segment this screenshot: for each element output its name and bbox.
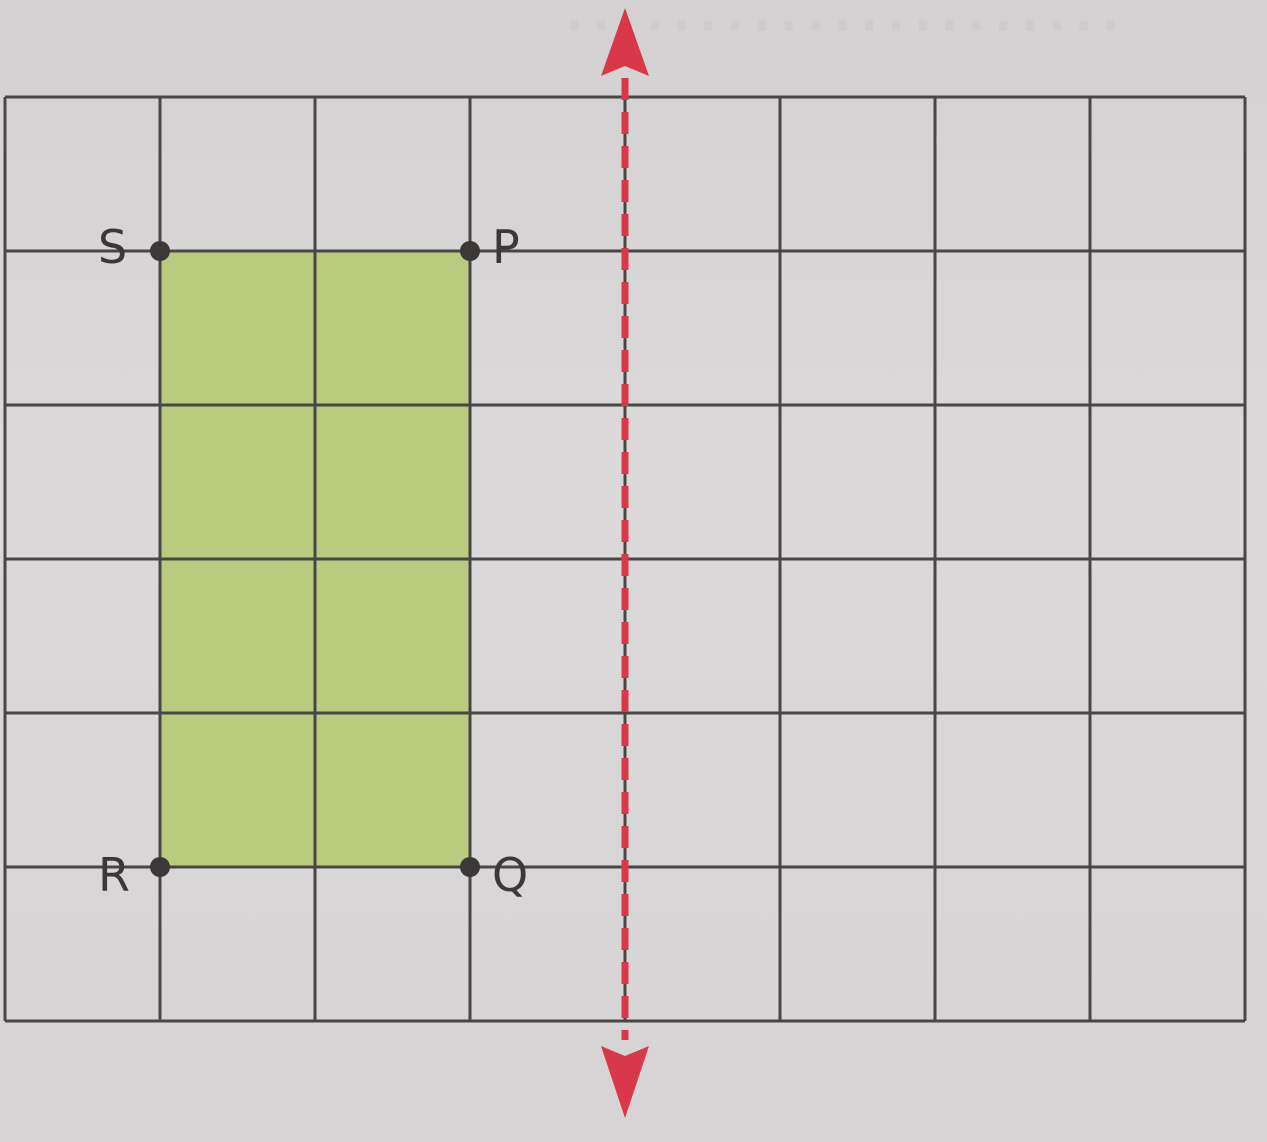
vertex-points: S P Q R <box>98 220 528 902</box>
vertex-r-label: R <box>98 848 130 902</box>
mirror-line-bottom-arrow-icon <box>601 1046 649 1118</box>
vertex-p-point <box>460 241 480 261</box>
mirror-line-top-arrow-icon <box>601 8 649 76</box>
vertex-s-label: S <box>98 220 127 274</box>
vertex-s-point <box>150 241 170 261</box>
vertex-q-point <box>460 857 480 877</box>
vertex-r-point <box>150 857 170 877</box>
vertex-p-label: P <box>492 220 520 274</box>
vertex-q-label: Q <box>492 848 528 902</box>
